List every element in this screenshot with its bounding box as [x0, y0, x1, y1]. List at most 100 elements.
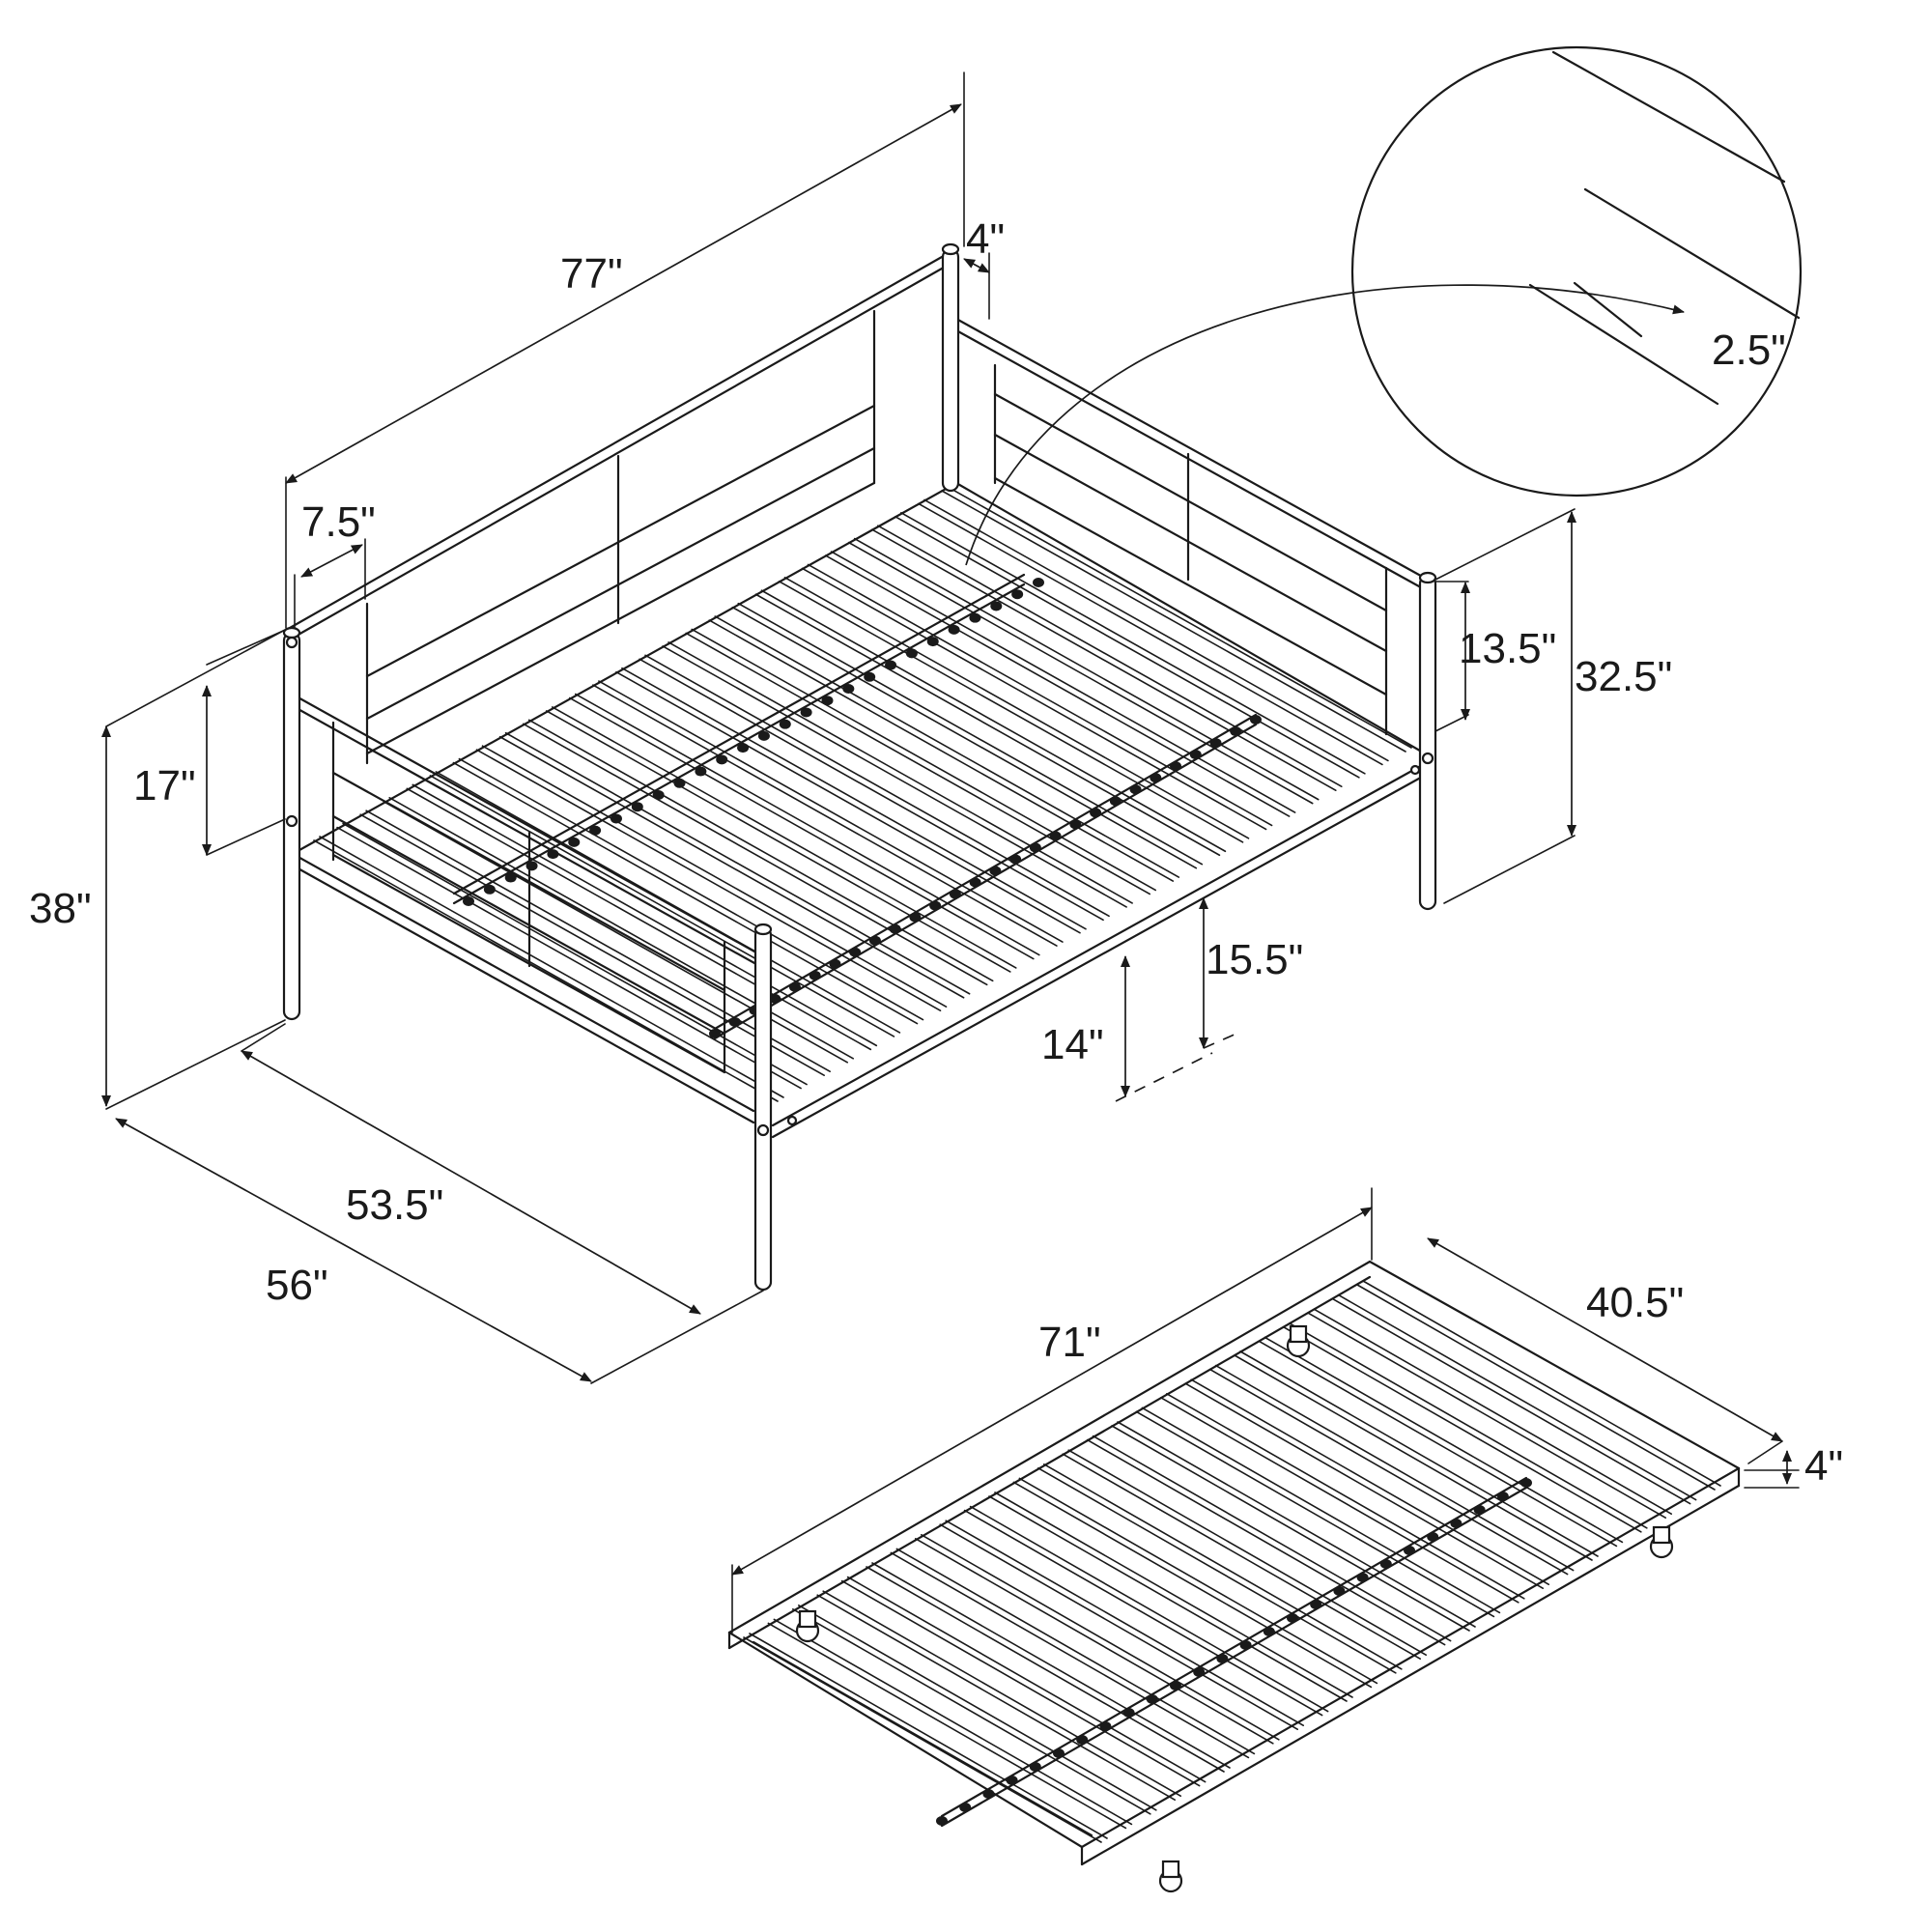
label-trundle-height: 4" [1804, 1442, 1843, 1490]
slat [1239, 1350, 1599, 1557]
slat [1043, 1463, 1403, 1670]
slat [824, 554, 1291, 817]
slat [743, 1636, 1102, 1843]
slat-clip [909, 912, 922, 923]
slat [773, 1618, 1133, 1826]
slat-clip [1287, 1613, 1298, 1623]
slat [994, 1492, 1353, 1698]
slat [1067, 1449, 1427, 1656]
slat-clip [989, 866, 1002, 876]
slat-clip [1263, 1627, 1275, 1636]
slat-clip [1146, 1694, 1158, 1704]
daybed-frame [282, 242, 1437, 1292]
slat-clip [673, 778, 686, 788]
slat [458, 757, 924, 1021]
slat [890, 1551, 1250, 1759]
slat [830, 551, 1296, 813]
label-back-height: 32.5" [1575, 653, 1672, 700]
label-inner-width: 53.5" [346, 1181, 443, 1229]
slat-clip [589, 825, 602, 836]
slat [870, 528, 1337, 792]
slat [797, 1605, 1157, 1811]
caster-icon [795, 1609, 820, 1643]
slat [1037, 1467, 1397, 1674]
slat-clip [1099, 1721, 1112, 1731]
slat-clip [885, 660, 897, 670]
slat-clip [1209, 738, 1222, 749]
slat-clip [1129, 784, 1142, 795]
slat-clip [800, 707, 812, 718]
label-side-gap: 4" [966, 215, 1005, 263]
slat-clip [1356, 1573, 1369, 1582]
slat-clip [695, 766, 707, 777]
slat-clip [949, 889, 961, 899]
slat-clip [926, 637, 939, 647]
label-trundle-length: 71" [1038, 1319, 1101, 1366]
slat [598, 680, 1064, 943]
slat [691, 628, 1156, 892]
slat [1018, 1477, 1378, 1685]
slat-clip [1076, 1735, 1089, 1745]
slat-clip [709, 1029, 721, 1038]
caster-icon [1649, 1525, 1674, 1559]
slat-clip [1109, 796, 1122, 807]
slat [846, 1576, 1207, 1783]
slat [737, 602, 1204, 866]
slat [791, 1608, 1151, 1815]
label-bed-length: 77" [560, 250, 623, 298]
slat [406, 787, 872, 1051]
slat [1092, 1435, 1452, 1642]
slat-clip [504, 872, 517, 883]
slat [412, 783, 878, 1047]
slat [1117, 1421, 1476, 1628]
slat-clip [1150, 773, 1162, 783]
slat-clip [568, 837, 581, 847]
slat [1190, 1378, 1549, 1585]
slat-clip [982, 1789, 995, 1799]
slat-clip [864, 671, 876, 682]
slat-clip [1049, 831, 1062, 841]
slat [920, 1534, 1280, 1741]
slat [592, 684, 1058, 947]
slat [941, 490, 1406, 753]
slat [615, 670, 1081, 934]
slat-clip [779, 719, 791, 729]
slat [481, 745, 948, 1008]
slat [365, 810, 831, 1072]
slat-clip [1404, 1546, 1415, 1555]
slat [342, 822, 808, 1086]
slat-clip [969, 877, 981, 888]
slat [1289, 1322, 1648, 1529]
slat [1160, 1397, 1519, 1604]
slat [569, 696, 1035, 960]
slat-clip [1216, 1654, 1229, 1663]
slat-clip [525, 861, 538, 871]
slat [708, 619, 1175, 882]
slat-clip [959, 1803, 972, 1812]
slat [388, 796, 855, 1060]
slat-clip [1122, 1708, 1135, 1718]
slat-clip [849, 947, 862, 957]
slat [527, 719, 994, 982]
slat-clip [905, 648, 918, 659]
slat [1141, 1406, 1501, 1614]
slat [1166, 1393, 1525, 1600]
slat-clip [1029, 1762, 1041, 1772]
slat-clip [652, 790, 665, 800]
slat [939, 1523, 1298, 1730]
slat [685, 632, 1150, 895]
slat [1331, 1297, 1691, 1505]
slat [1214, 1364, 1575, 1572]
label-overall-height: 38" [29, 885, 92, 932]
slat-clip [547, 849, 559, 860]
slat [963, 1509, 1323, 1717]
slat [754, 593, 1221, 857]
slat-clip [757, 730, 770, 741]
slat [336, 826, 802, 1090]
slat [1135, 1410, 1495, 1618]
slat-clip [728, 1016, 741, 1027]
slat-clip [483, 884, 496, 895]
label-trundle-clearance: 14" [1041, 1021, 1104, 1068]
slat [731, 606, 1198, 869]
